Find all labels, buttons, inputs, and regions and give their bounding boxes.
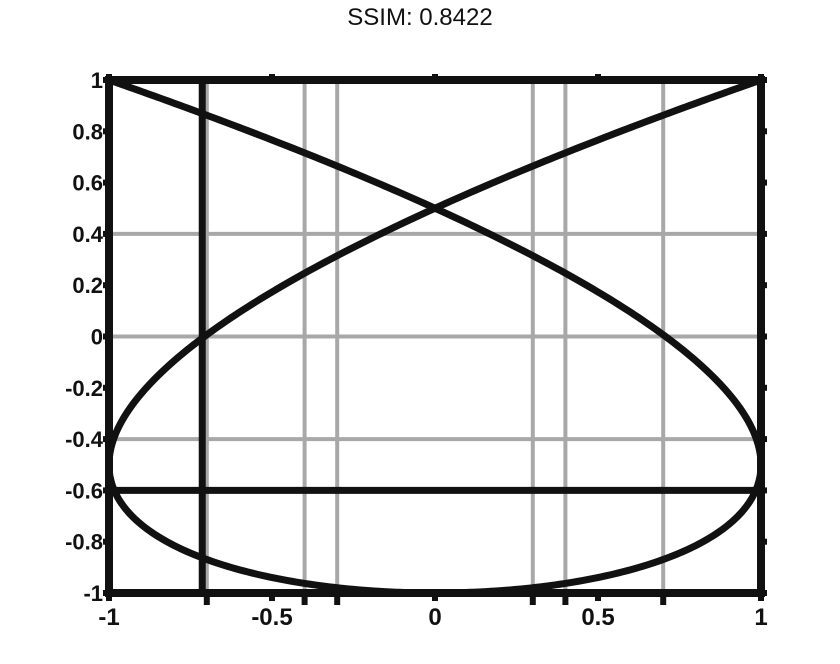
y-tick-label: 0.6 [72,171,103,196]
chart-title: SSIM: 0.8422 [347,4,493,31]
x-tick-label: -1 [98,604,119,631]
y-tick-label: 0.2 [72,273,103,298]
y-tick-label: -1 [83,581,103,606]
y-tick-label: -0.6 [65,478,103,503]
y-tick-label: -0.2 [65,376,103,401]
reference-line-layer [109,80,761,593]
y-tick-label: 1 [91,68,103,93]
y-tick-label: -0.8 [65,530,103,555]
tick-layer: -1 -0.8 -0.6 -0.4 -0.2 0 0.2 0.4 0.6 0.8 1 -1 -0.5 0 0… [65,68,768,631]
x-tick-label: -0.5 [251,604,292,631]
y-tick-label: 0.4 [72,222,103,247]
y-tick-label: 0 [91,325,103,350]
y-tick-label: -0.4 [65,427,104,452]
x-tick-label: 1 [754,604,767,631]
x-tick-label: 0 [428,604,441,631]
y-tick-label: 0.8 [72,119,103,144]
x-tick-label: 0.5 [581,604,614,631]
